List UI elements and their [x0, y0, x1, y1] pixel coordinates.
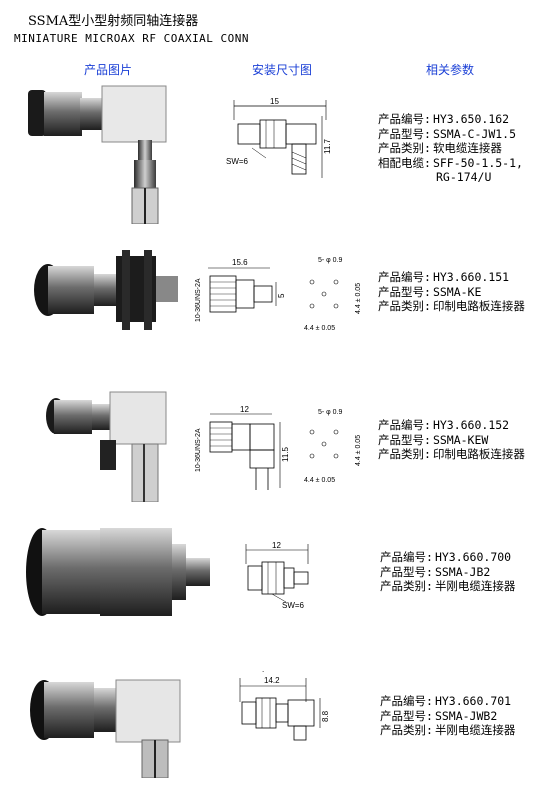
dim-sw: SW=6: [226, 157, 249, 166]
dim-length: 12: [272, 541, 281, 550]
product-category: 印制电路板连接器: [432, 447, 525, 461]
dim-thread: 10-36UNS-2A: [195, 428, 202, 472]
product-photo-5: [30, 679, 181, 778]
product-category: 半刚电缆连接器: [434, 723, 516, 737]
product-category: 软电缆连接器: [432, 141, 502, 155]
product-category: 半刚电缆连接器: [434, 579, 516, 593]
dimension-drawing-4: 12 SW=6: [245, 541, 309, 610]
product-cable: SFF-50-1.5-1,: [432, 155, 523, 170]
dim-pitch-v: 4.4 ± 0.05: [355, 283, 362, 314]
product-code: HY3.660.700: [434, 550, 512, 564]
dim-hole: 5- φ 0.9: [318, 257, 342, 264]
product-code: HY3.660.701: [434, 694, 512, 708]
dim-pitch-h: 4.4 ± 0.05: [304, 477, 335, 484]
product-photo-4: [26, 528, 210, 616]
product-params-2: 产品编号:HY3.660.151 产品型号:SSMA-KE 产品类别:印制电路板…: [378, 270, 525, 313]
dim-height: 8.8: [321, 710, 330, 722]
product-params-3: 产品编号:HY3.660.152 产品型号:SSMA-KEW 产品类别:印制电路…: [378, 418, 525, 461]
product-model: SSMA-JWB2: [434, 708, 498, 723]
product-photo-1: [28, 85, 167, 224]
dim-height: 11.5: [281, 446, 290, 462]
product-code: HY3.660.152: [432, 418, 510, 432]
dim-length: 15.6: [232, 258, 248, 267]
dimension-drawing-2: 10-36UNS-2A 15.6 5 5- φ 0.9 4.4 ± 0.05 4…: [195, 257, 362, 332]
dimension-drawing-5: . 14.2 8.8: [239, 665, 330, 741]
product-model: SSMA-JB2: [434, 564, 491, 579]
column-header-photo: 产品图片: [84, 63, 133, 77]
product-model: SSMA-KEW: [432, 432, 489, 447]
product-photo-3: [46, 391, 167, 502]
product-code: HY3.650.162: [432, 112, 510, 126]
product-params-1: 产品编号:HY3.650.162 产品型号:SSMA-C-JW1.5 产品类别:…: [378, 112, 523, 184]
product-params-4: 产品编号:HY3.660.700 产品型号:SSMA-JB2 产品类别:半刚电缆…: [380, 550, 516, 593]
page-title-en: MINIATURE MICROAX RF COAXIAL CONN: [14, 32, 250, 45]
product-photo-2: [34, 250, 178, 330]
dim-dia: 5: [277, 293, 286, 298]
column-header-drawing: 安装尺寸图: [252, 63, 313, 77]
product-code: HY3.660.151: [432, 270, 510, 284]
page-title-cn: SSMA型小型射频同轴连接器: [28, 14, 199, 29]
svg-text:.: .: [262, 665, 264, 674]
product-cable-2: RG-174/U: [436, 170, 492, 184]
product-model: SSMA-C-JW1.5: [432, 126, 517, 141]
product-model: SSMA-KE: [432, 284, 482, 299]
dim-length: 12: [240, 405, 249, 414]
dim-height: 11.7: [323, 138, 332, 154]
dim-pitch-h: 4.4 ± 0.05: [304, 325, 335, 332]
column-header-params: 相关参数: [426, 63, 475, 77]
dimension-drawing-3: 10-36UNS-2A 12 11.5 5- φ 0.9 4.4 ± 0.05 …: [195, 405, 362, 490]
dim-pitch-v: 4.4 ± 0.05: [355, 435, 362, 466]
dim-hole: 5- φ 0.9: [318, 409, 342, 416]
dimension-drawing-1: 15 11.7 SW=6: [226, 97, 332, 178]
dim-sw: SW=6: [282, 601, 305, 610]
dim-width: 15: [270, 97, 279, 106]
dim-thread: 10-36UNS-2A: [195, 278, 202, 322]
dim-length: 14.2: [264, 676, 280, 685]
product-category: 印制电路板连接器: [432, 299, 525, 313]
product-params-5: 产品编号:HY3.660.701 产品型号:SSMA-JWB2 产品类别:半刚电…: [380, 694, 516, 737]
